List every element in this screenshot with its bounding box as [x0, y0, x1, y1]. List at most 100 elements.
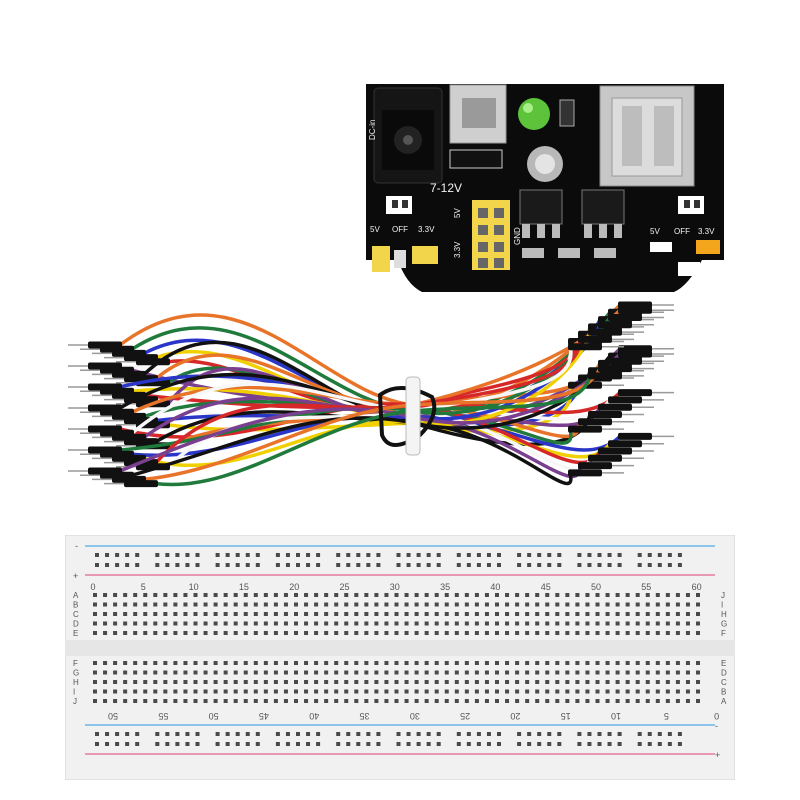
rail-hole[interactable] [225, 563, 230, 567]
rail-hole[interactable] [165, 742, 170, 746]
terminal-hole[interactable] [484, 699, 489, 703]
terminal-hole[interactable] [173, 689, 178, 694]
usb-a-port[interactable] [599, 85, 695, 187]
terminal-hole[interactable] [213, 699, 218, 703]
terminal-hole[interactable] [364, 670, 369, 675]
rail-hole[interactable] [587, 742, 592, 746]
terminal-hole[interactable] [635, 680, 640, 684]
terminal-hole[interactable] [655, 689, 660, 694]
rail-hole[interactable] [617, 563, 622, 567]
terminal-hole[interactable] [193, 670, 198, 675]
rail-hole[interactable] [637, 742, 642, 746]
rail-hole[interactable] [577, 553, 582, 557]
rail-hole[interactable] [275, 563, 280, 567]
terminal-hole[interactable] [283, 621, 288, 626]
terminal-hole[interactable] [685, 661, 690, 665]
terminal-hole[interactable] [424, 670, 429, 675]
terminal-hole[interactable] [103, 699, 108, 703]
rail-hole[interactable] [547, 732, 552, 736]
rail-hole[interactable] [125, 563, 130, 567]
terminal-hole[interactable] [525, 602, 530, 607]
terminal-hole[interactable] [93, 670, 97, 675]
rail-hole[interactable] [647, 742, 652, 746]
terminal-hole[interactable] [464, 621, 469, 626]
terminal-hole[interactable] [696, 670, 700, 675]
terminal-hole[interactable] [424, 661, 429, 665]
terminal-hole[interactable] [474, 602, 479, 607]
rail-hole[interactable] [336, 563, 341, 567]
rail-hole[interactable] [426, 563, 431, 567]
terminal-hole[interactable] [273, 612, 278, 616]
terminal-hole[interactable] [243, 602, 248, 607]
terminal-hole[interactable] [575, 661, 580, 665]
terminal-hole[interactable] [424, 680, 429, 684]
rail-hole[interactable] [587, 732, 592, 736]
rail-hole[interactable] [235, 553, 240, 557]
rail-hole[interactable] [466, 742, 471, 746]
terminal-hole[interactable] [384, 593, 389, 597]
terminal-hole[interactable] [153, 661, 158, 665]
terminal-hole[interactable] [223, 612, 228, 616]
terminal-hole[interactable] [103, 593, 108, 597]
terminal-hole[interactable] [696, 602, 700, 607]
terminal-hole[interactable] [324, 670, 329, 675]
rail-hole[interactable] [185, 563, 190, 567]
rail-hole[interactable] [245, 553, 250, 557]
terminal-hole[interactable] [384, 631, 389, 635]
terminal-hole[interactable] [535, 602, 540, 607]
rail-hole[interactable] [426, 742, 431, 746]
terminal-hole[interactable] [374, 621, 379, 626]
terminal-hole[interactable] [414, 602, 419, 607]
rail-hole[interactable] [557, 553, 562, 557]
rail-hole[interactable] [547, 553, 552, 557]
terminal-hole[interactable] [243, 670, 248, 675]
rail-hole[interactable] [396, 563, 401, 567]
terminal-hole[interactable] [384, 670, 389, 675]
terminal-hole[interactable] [585, 689, 590, 694]
terminal-hole[interactable] [374, 631, 379, 635]
terminal-hole[interactable] [655, 680, 660, 684]
terminal-hole[interactable] [675, 661, 680, 665]
rail-hole[interactable] [607, 553, 612, 557]
terminal-hole[interactable] [444, 593, 449, 597]
rail-hole[interactable] [356, 553, 361, 557]
rail-hole[interactable] [466, 553, 471, 557]
terminal-hole[interactable] [283, 593, 288, 597]
terminal-hole[interactable] [113, 593, 118, 597]
terminal-hole[interactable] [233, 602, 238, 607]
terminal-hole[interactable] [364, 612, 369, 616]
rail-hole[interactable] [115, 553, 120, 557]
rail-hole[interactable] [296, 553, 300, 557]
rail-hole[interactable] [436, 732, 441, 736]
terminal-hole[interactable] [253, 631, 258, 635]
terminal-hole[interactable] [384, 699, 389, 703]
terminal-hole[interactable] [283, 670, 288, 675]
terminal-hole[interactable] [625, 670, 630, 675]
rail-hole[interactable] [235, 732, 240, 736]
terminal-hole[interactable] [294, 680, 298, 684]
terminal-hole[interactable] [595, 593, 600, 597]
terminal-hole[interactable] [696, 621, 700, 626]
terminal-hole[interactable] [454, 670, 459, 675]
rail-hole[interactable] [195, 742, 200, 746]
terminal-hole[interactable] [545, 670, 550, 675]
terminal-hole[interactable] [665, 602, 670, 607]
terminal-hole[interactable] [173, 699, 178, 703]
terminal-hole[interactable] [635, 621, 640, 626]
terminal-hole[interactable] [133, 680, 138, 684]
rail-hole[interactable] [406, 742, 411, 746]
terminal-hole[interactable] [605, 621, 610, 626]
terminal-hole[interactable] [625, 612, 630, 616]
terminal-hole[interactable] [143, 612, 148, 616]
terminal-hole[interactable] [525, 621, 530, 626]
terminal-hole[interactable] [344, 621, 349, 626]
terminal-hole[interactable] [474, 631, 479, 635]
terminal-hole[interactable] [505, 689, 510, 694]
terminal-hole[interactable] [103, 621, 108, 626]
terminal-hole[interactable] [93, 593, 97, 597]
rail-hole[interactable] [296, 742, 300, 746]
rail-hole[interactable] [497, 732, 501, 736]
rail-hole[interactable] [366, 732, 371, 736]
left-voltage-jumper[interactable] [372, 246, 438, 272]
terminal-hole[interactable] [113, 689, 118, 694]
